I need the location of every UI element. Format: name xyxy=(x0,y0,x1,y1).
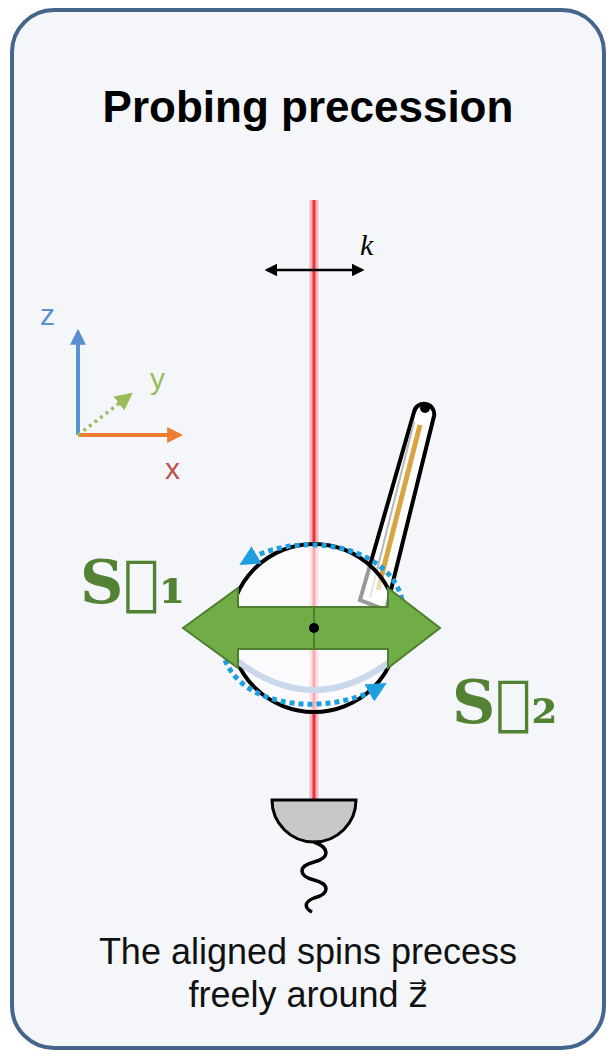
cell-centre xyxy=(309,623,319,633)
panel-title: Probing precession xyxy=(103,82,514,133)
precession-arrow xyxy=(248,545,402,600)
z-axis xyxy=(76,332,80,435)
axis-label: y xyxy=(150,362,165,397)
wavevector-label: k⃗ xyxy=(360,228,397,263)
panel-caption: The aligned spins precess freely around … xyxy=(68,930,548,1016)
spin-label: S⃗₁ xyxy=(80,548,186,617)
axis-label: z xyxy=(40,298,55,333)
spin-arrow xyxy=(183,588,440,668)
detector-wire xyxy=(302,842,326,912)
y-axis xyxy=(78,395,130,435)
stem-tip xyxy=(420,403,430,413)
polarisation-arrow xyxy=(267,269,362,272)
stem-stripe xyxy=(378,425,420,590)
spin-label: S⃗₂ xyxy=(452,668,558,737)
panel-border xyxy=(12,10,604,1048)
axis-label: x xyxy=(165,452,180,487)
photodetector xyxy=(272,800,356,842)
x-axis xyxy=(78,433,180,437)
cell-shade xyxy=(236,660,392,690)
precession-arrow xyxy=(225,660,378,704)
